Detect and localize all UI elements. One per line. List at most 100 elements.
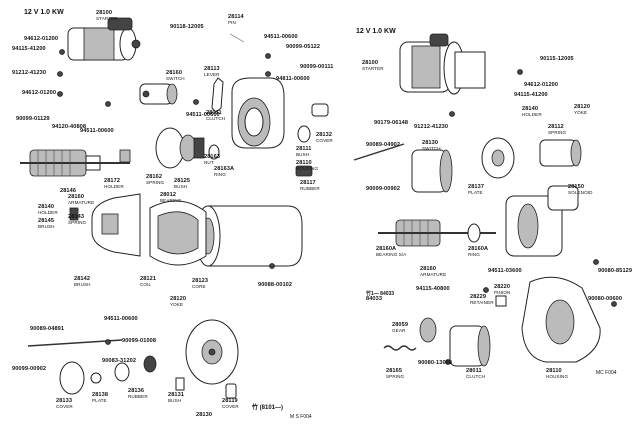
label-r94511-03600: 94511-03600 — [488, 268, 522, 274]
label-r90089-04902: 90089-04902 — [366, 142, 401, 148]
right-switch-drawing — [411, 149, 453, 193]
end-frame-drawing — [185, 319, 239, 385]
label-r94612-01200: 94612-01200 — [524, 82, 559, 88]
armature-drawing — [20, 149, 130, 177]
right-yoke-drawing — [539, 139, 582, 167]
label-90088-00102: 90088-00102 — [258, 282, 293, 288]
label-94612-01200-b: 94612-01200 — [22, 90, 57, 96]
label-r84033: 84033 — [366, 296, 383, 302]
label-94120-40808: 94120-40808 — [52, 124, 87, 130]
label-r90080-85129: 90080-85129 — [598, 268, 633, 274]
lever-drawing — [211, 77, 224, 113]
label-r94115-40800: 94115-40800 — [416, 286, 450, 292]
yoke-drawing — [195, 205, 303, 267]
clutch-drawing — [155, 127, 205, 169]
label-94511-00600-d: 94511-00600 — [104, 316, 138, 322]
right-solenoid-drawing — [505, 185, 579, 257]
left-voltage-header: 12 V 1.0 KW — [24, 9, 64, 16]
label-90099-01008: 90099-01008 — [122, 338, 157, 344]
housing-drawing — [231, 77, 285, 149]
bush-small-drawing — [175, 377, 185, 391]
plate-drawing — [90, 372, 102, 384]
right-voltage-header: 12 V 1.0 KW — [356, 28, 396, 35]
rubber-drawing — [295, 165, 313, 177]
label-r94115-41200: 94115-41200 — [514, 92, 548, 98]
label-90099-05122: 90099-05122 — [286, 44, 321, 50]
right-spring-drawing — [383, 345, 417, 351]
label-90099-01129: 90099-01129 — [16, 116, 50, 122]
end-cover-drawing — [59, 361, 85, 395]
label-r90179-06148: 90179-06148 — [374, 120, 409, 126]
right-pinion-drawing — [495, 295, 507, 307]
left-date-caption: 竹 (8101—) — [252, 405, 284, 411]
cover-drawing — [311, 103, 329, 117]
label-90083-31202: 90083-31202 — [102, 358, 137, 364]
cap-drawing — [225, 383, 237, 399]
bush-ring-drawing — [297, 125, 311, 143]
label-r90115-12005: 90115-12005 — [540, 56, 574, 62]
holder-drawing — [119, 149, 131, 163]
label-91212-41230: 91212-41230 — [12, 70, 47, 76]
label-94511-00600-c: 94511-00600 — [80, 128, 114, 134]
label-94511-00600: 94511-00600 — [264, 34, 298, 40]
label-94612-01200: 94612-01200 — [24, 36, 59, 42]
label-28130: 28130 — [196, 412, 213, 418]
right-bolt-drawing — [353, 143, 405, 161]
right-armature-drawing — [378, 219, 496, 247]
label-90089-04891: 90089-04891 — [30, 326, 65, 332]
bush-drawing — [208, 144, 220, 160]
label-90099-00902: 90099-00902 — [12, 366, 47, 372]
coil-drawing — [149, 200, 207, 266]
right-date-caption: 竹1— 84033 — [366, 291, 395, 297]
right-starter-drawing — [399, 33, 486, 95]
switch-drawing — [139, 83, 178, 105]
label-94511-00600-b: 94511-00600 — [186, 112, 220, 118]
label-94811-00600: 94811-00600 — [276, 76, 310, 82]
label-r90080-00600: 90080-00600 — [588, 296, 623, 302]
left-figure-code: M S F004 — [290, 414, 312, 420]
group-label: 28146 — [60, 188, 77, 194]
right-housing-drawing — [521, 276, 601, 363]
label-94115-41200: 94115-41200 — [12, 46, 46, 52]
right-figure-code: MC F004 — [596, 370, 617, 376]
